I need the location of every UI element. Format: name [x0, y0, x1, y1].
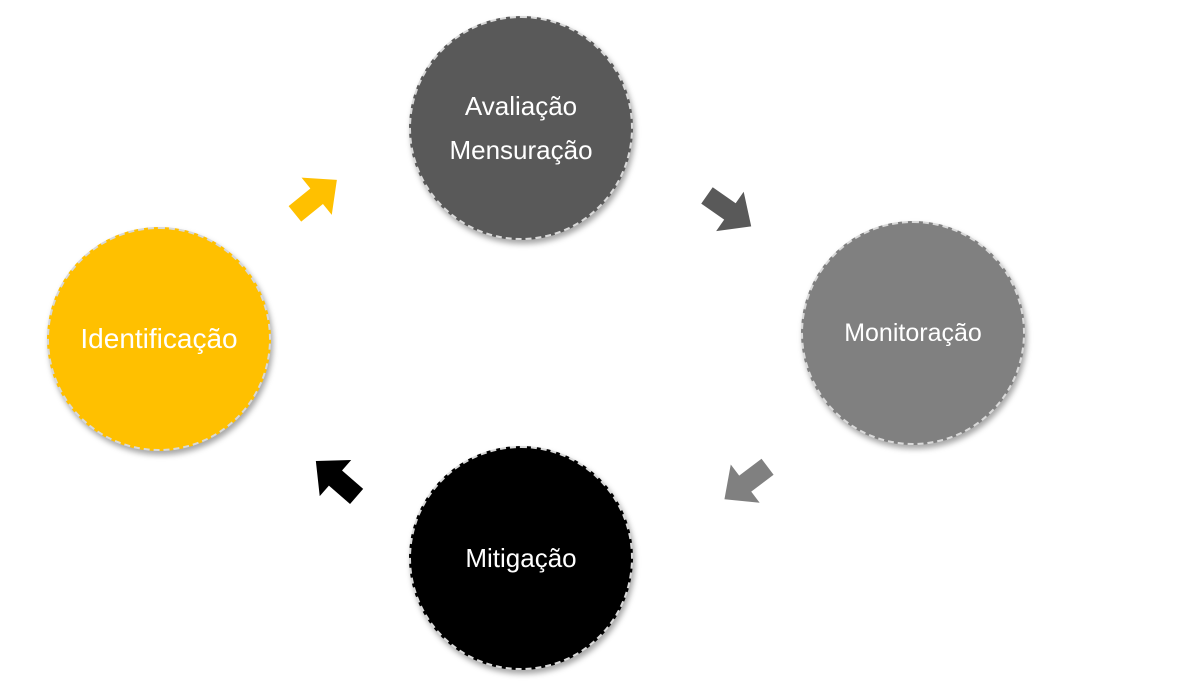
avaliacao-node: Avaliação Mensuração: [409, 16, 633, 240]
identificacao-label: Identificação: [80, 323, 238, 354]
arrow-2-shape: [701, 187, 752, 232]
monitoracao-node: Monitoração: [801, 221, 1025, 445]
monitoracao-label: Monitoração: [844, 319, 982, 347]
identificacao-node: Identificação: [47, 227, 271, 451]
arrow-3-shape: [724, 458, 774, 503]
avaliacao-label: Avaliação: [464, 91, 578, 121]
mitigacao-node: Mitigação: [409, 446, 633, 670]
mensuracao-label: Mensuração: [449, 135, 593, 165]
arrow-identificacao-to-avaliacao-icon: [288, 177, 337, 222]
arrow-mitigacao-to-identificacao-icon: [315, 459, 364, 504]
arrow-4-shape: [315, 459, 364, 504]
arrow-avaliacao-to-monitoracao-icon: [701, 187, 752, 232]
arrow-monitoracao-to-mitigacao-icon: [724, 458, 774, 503]
mitigacao-label: Mitigação: [465, 543, 577, 573]
arrow-1-shape: [288, 177, 337, 222]
